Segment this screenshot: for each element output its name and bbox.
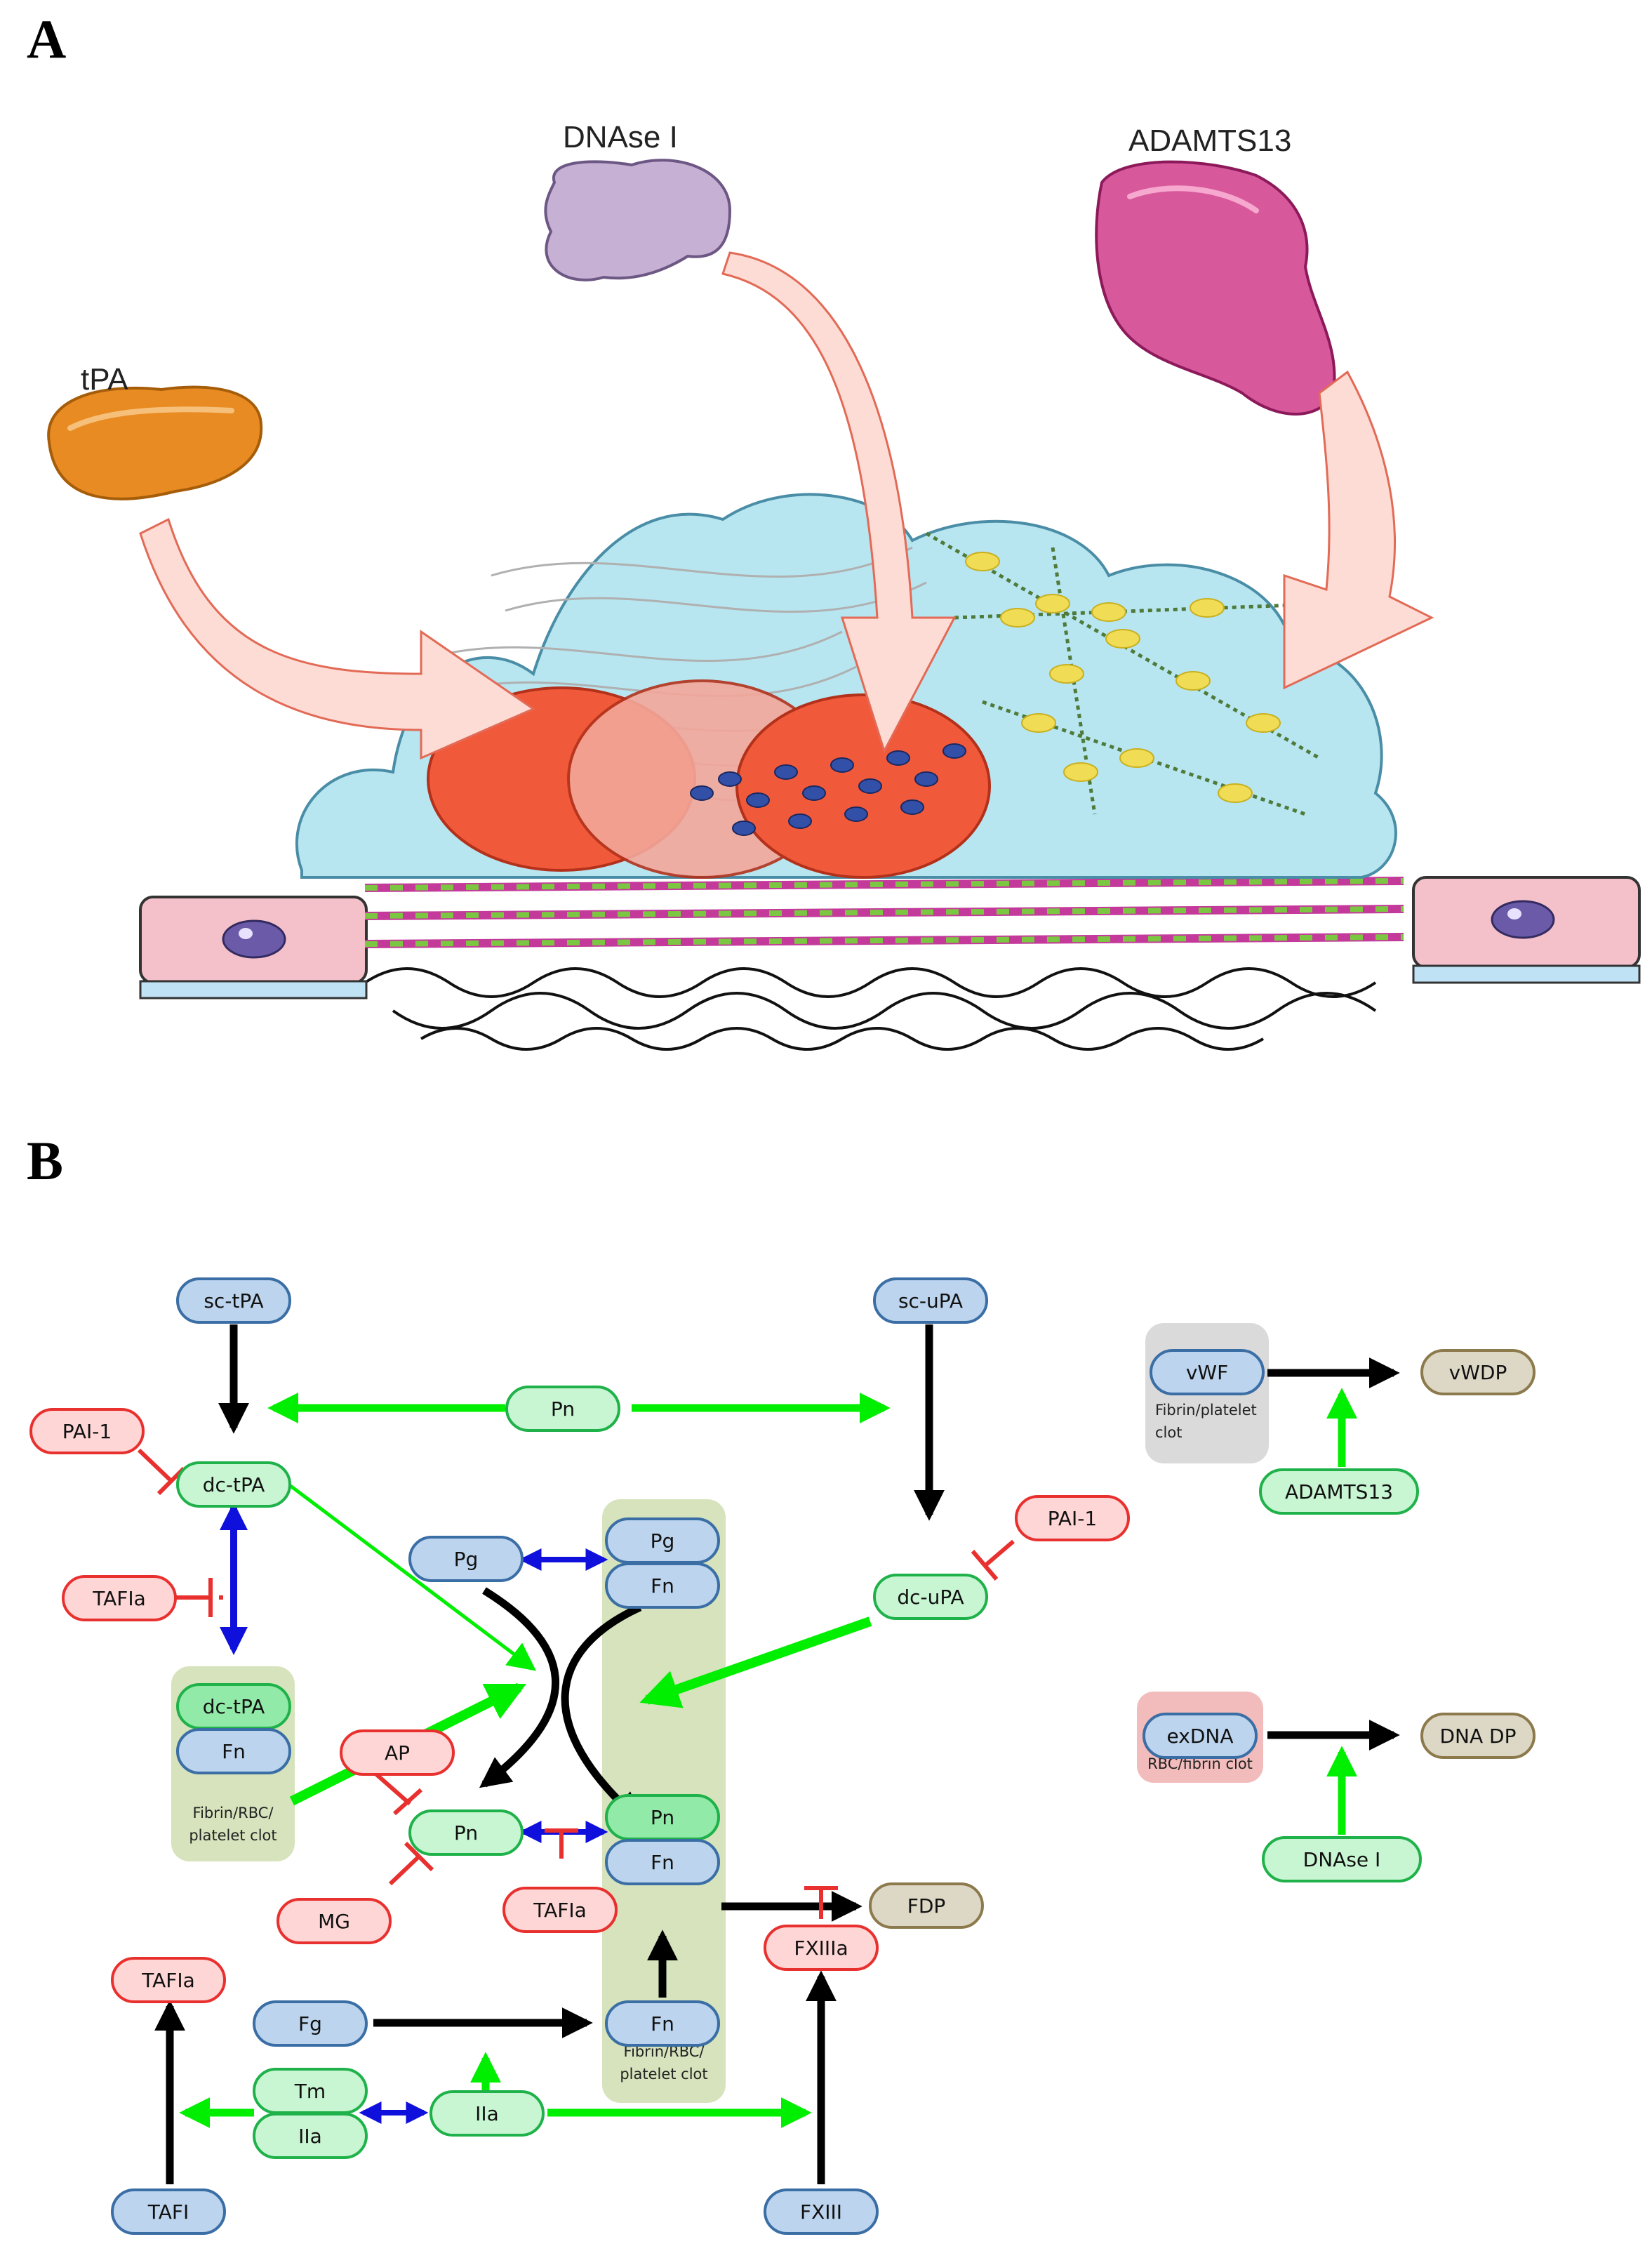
endothelial-cell-left [139, 896, 368, 999]
svg-text:dc-uPA: dc-uPA [897, 1586, 964, 1609]
tpa-clot-caption-2: platelet clot [189, 1827, 277, 1844]
tpa-arrow [139, 517, 536, 760]
node-iia-free: IIa [429, 2090, 545, 2137]
node-fn-bottom: Fn [605, 2000, 720, 2047]
node-dnase1: DNAse I [1262, 1836, 1422, 1882]
node-fdp: FDP [869, 1882, 984, 1929]
node-pai1-left: PAI-1 [29, 1408, 145, 1454]
svg-text:Pn: Pn [454, 1821, 478, 1845]
clot-illustration [139, 493, 1641, 1051]
node-iia-bound: IIa [253, 2113, 368, 2159]
svg-text:Pg: Pg [651, 1529, 675, 1553]
vwf-clot-caption-2: clot [1155, 1424, 1182, 1441]
node-fn-tpa: Fn [176, 1728, 291, 1774]
adamts13-molecule [1095, 160, 1336, 416]
node-tm: Tm [253, 2068, 368, 2114]
svg-text:TAFIa: TAFIa [141, 1969, 195, 1992]
adamts-arrow [1283, 370, 1434, 690]
dnase-arrow [721, 251, 957, 754]
svg-text:Fn: Fn [651, 1574, 674, 1598]
node-pn-free: Pn [408, 1809, 524, 1856]
node-vwdp: vWDP [1420, 1349, 1536, 1395]
node-sc-tpa: sc-tPA [176, 1277, 291, 1324]
node-pg-bound: Pg [605, 1517, 720, 1564]
svg-text:FXIII: FXIII [800, 2200, 842, 2224]
endothelial-cell-right [1412, 876, 1641, 984]
subendothelial-matrix [364, 967, 1377, 1051]
svg-text:dc-tPA: dc-tPA [203, 1473, 265, 1496]
vwf-multimers [925, 531, 1334, 816]
node-fxiii: FXIII [764, 2188, 879, 2235]
panel-label-b: B [27, 1130, 63, 1191]
svg-text:TAFIa: TAFIa [92, 1587, 146, 1610]
dnase-label: DNAse I [563, 120, 678, 154]
node-pn-bound: Pn [605, 1794, 720, 1840]
svg-text:Fn: Fn [222, 1740, 246, 1763]
svg-text:FDP: FDP [907, 1894, 946, 1918]
svg-text:DNAse I: DNAse I [1303, 1848, 1381, 1871]
node-fn-pn: Fn [605, 1839, 720, 1885]
svg-text:TAFIa: TAFIa [533, 1899, 587, 1922]
node-tafia-top: TAFIa [111, 1957, 226, 2003]
node-vwf: vWF [1150, 1349, 1265, 1395]
svg-text:Fn: Fn [651, 2012, 674, 2035]
svg-text:IIa: IIa [475, 2102, 499, 2125]
node-fg: Fg [253, 2000, 368, 2047]
svg-text:Fg: Fg [298, 2012, 322, 2035]
collagen-fibers [364, 877, 1404, 948]
node-pai1-right: PAI-1 [1015, 1495, 1130, 1541]
node-exdna: exDNA [1143, 1713, 1258, 1759]
svg-text:vWDP: vWDP [1449, 1361, 1507, 1384]
svg-text:Pg: Pg [454, 1548, 479, 1571]
svg-text:sc-tPA: sc-tPA [204, 1289, 263, 1313]
node-sc-upa: sc-uPA [873, 1277, 988, 1324]
node-dnadp: DNA DP [1420, 1713, 1536, 1759]
node-adamts13: ADAMTS13 [1259, 1468, 1419, 1515]
svg-text:Fn: Fn [651, 1851, 674, 1874]
pathway-nodes: sc-tPA sc-uPA Pn PAI-1 dc-tPA PAI-1 TAFI… [29, 1277, 1536, 2235]
svg-text:AP: AP [385, 1741, 410, 1765]
svg-text:Pn: Pn [651, 1806, 674, 1829]
svg-text:IIa: IIa [298, 2125, 322, 2148]
svg-text:DNA DP: DNA DP [1439, 1725, 1516, 1748]
tpa-label: tPA [81, 362, 128, 397]
node-dc-tpa: dc-tPA [176, 1461, 291, 1508]
node-mg: MG [277, 1898, 392, 1944]
svg-text:MG: MG [318, 1910, 350, 1933]
node-dc-upa: dc-uPA [873, 1574, 988, 1620]
panel-label-a: A [27, 8, 66, 69]
node-pg-free: Pg [408, 1536, 524, 1582]
node-fn-pg: Fn [605, 1562, 720, 1609]
tpa-clot-caption-1: Fibrin/RBC/ [193, 1805, 274, 1821]
node-tafia-left: TAFIa [62, 1575, 177, 1621]
svg-text:dc-tPA: dc-tPA [203, 1695, 265, 1718]
svg-text:vWF: vWF [1186, 1361, 1228, 1384]
extracellular-dna [690, 743, 966, 836]
node-fxiiia: FXIIIa [764, 1925, 879, 1971]
node-ap: AP [340, 1729, 455, 1776]
svg-text:ADAMTS13: ADAMTS13 [1285, 1480, 1393, 1503]
node-dc-tpa-bound: dc-tPA [176, 1683, 291, 1729]
svg-text:sc-uPA: sc-uPA [898, 1289, 963, 1313]
svg-text:PAI-1: PAI-1 [1048, 1507, 1097, 1530]
node-tafia-mid: TAFIa [502, 1887, 618, 1933]
svg-text:FXIIIa: FXIIIa [794, 1937, 848, 1960]
svg-text:exDNA: exDNA [1167, 1725, 1234, 1748]
svg-text:PAI-1: PAI-1 [62, 1420, 112, 1443]
vwf-clot-caption-1: Fibrin/platelet [1155, 1402, 1257, 1419]
node-pn-top: Pn [505, 1386, 620, 1432]
adamts-label: ADAMTS13 [1128, 124, 1291, 158]
dnase-molecule [544, 159, 732, 281]
tpa-molecule [47, 385, 263, 500]
center-clot-caption-2: platelet clot [620, 2066, 707, 2083]
svg-text:Pn: Pn [551, 1397, 575, 1421]
svg-text:TAFI: TAFI [147, 2200, 189, 2224]
node-tafi: TAFI [111, 2188, 226, 2235]
svg-text:Tm: Tm [294, 2080, 326, 2103]
